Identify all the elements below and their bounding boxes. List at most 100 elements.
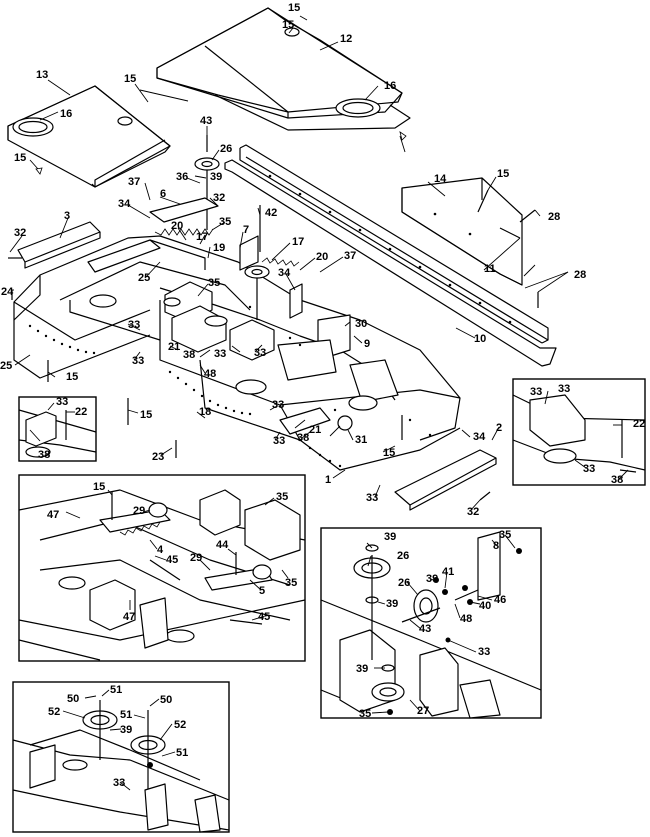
callout-11: 11 — [484, 263, 496, 275]
callout-18: 18 — [199, 406, 211, 418]
callout-16b: 16 — [60, 108, 72, 120]
callout-36a: 36 — [176, 171, 188, 183]
callout-15c: 15 — [124, 73, 136, 85]
callout-6: 6 — [160, 188, 166, 200]
callout-48b: 48 — [460, 613, 472, 625]
callout-37a: 37 — [128, 176, 140, 188]
callout-33a: 33 — [128, 319, 140, 331]
callout-42: 42 — [265, 207, 277, 219]
callout-29a: 29 — [133, 505, 145, 517]
callout-19: 19 — [213, 242, 225, 254]
callout-33h: 33 — [273, 435, 285, 447]
callout-8: 8 — [493, 540, 499, 552]
callout-50b: 50 — [160, 694, 172, 706]
callout-15e: 15 — [497, 168, 509, 180]
callout-15d: 15 — [14, 152, 26, 164]
callout-31: 31 — [355, 434, 367, 446]
callout-2: 2 — [496, 422, 502, 434]
callout-52b: 52 — [174, 719, 186, 731]
callout-12: 12 — [340, 33, 352, 45]
callout-39a: 39 — [210, 171, 222, 183]
callout-26b: 26 — [397, 550, 409, 562]
callout-34b: 34 — [278, 267, 291, 279]
callout-47a: 47 — [47, 509, 59, 521]
callout-35d: 35 — [285, 577, 297, 589]
callout-37b: 37 — [344, 250, 356, 262]
callout-32b: 32 — [14, 227, 26, 239]
callout-33b: 33 — [214, 348, 226, 360]
callout-25b: 25 — [0, 360, 12, 372]
inset-box-left — [18, 396, 97, 462]
left-cover-panel — [7, 85, 171, 188]
callout-33k: 33 — [583, 463, 595, 475]
callout-26c: 26 — [398, 577, 410, 589]
mower-deck — [8, 135, 539, 511]
inset-box-pulleys — [320, 527, 542, 719]
callout-33c: 33 — [254, 347, 266, 359]
callout-33d: 33 — [132, 355, 144, 367]
inset-box-idler — [18, 474, 306, 662]
callout-35a: 35 — [219, 216, 231, 228]
callout-33l: 33 — [478, 646, 490, 658]
callout-3: 3 — [64, 210, 70, 222]
callout-38a: 38 — [183, 349, 195, 361]
callout-20a: 20 — [171, 220, 183, 232]
callout-34a: 34 — [118, 198, 131, 210]
callout-9: 9 — [364, 338, 370, 350]
callout-33g: 33 — [56, 396, 68, 408]
callout-45b: 45 — [258, 611, 270, 623]
callout-30: 30 — [355, 318, 367, 330]
callout-14: 14 — [434, 173, 447, 185]
callout-20b: 20 — [316, 251, 328, 263]
callout-43: 43 — [200, 115, 212, 127]
callout-52a: 52 — [48, 706, 60, 718]
callout-21b: 21 — [309, 424, 321, 436]
callout-15b: 15 — [282, 19, 294, 31]
callout-10: 10 — [474, 333, 486, 345]
callout-1: 1 — [325, 474, 331, 486]
callout-7: 7 — [243, 224, 249, 236]
callout-25a: 25 — [138, 272, 150, 284]
callout-44: 44 — [216, 539, 229, 551]
callout-45a: 45 — [166, 554, 178, 566]
callout-39b: 39 — [384, 531, 396, 543]
callout-33i: 33 — [366, 492, 378, 504]
callout-4: 4 — [157, 544, 164, 556]
callout-32c: 32 — [467, 506, 479, 518]
callout-15i: 15 — [93, 481, 105, 493]
callout-51a: 51 — [110, 684, 122, 696]
callout-33m: 33 — [113, 777, 125, 789]
callout-35c: 35 — [276, 491, 288, 503]
callout-33e: 33 — [530, 386, 542, 398]
callout-51c: 51 — [176, 747, 188, 759]
callout-16a: 16 — [384, 80, 396, 92]
callout-27: 27 — [417, 705, 429, 717]
callout-48a: 48 — [204, 368, 216, 380]
callout-26a: 26 — [220, 143, 232, 155]
top-cover-panel — [156, 7, 411, 141]
callout-40: 40 — [479, 600, 491, 612]
callout-33j: 33 — [558, 383, 570, 395]
callout-22b: 22 — [633, 418, 645, 430]
callout-34c: 34 — [473, 431, 486, 443]
callout-17b: 17 — [292, 236, 304, 248]
inset-box-right — [512, 378, 646, 486]
callout-39f: 39 — [120, 724, 132, 736]
callout-46: 46 — [494, 594, 506, 606]
callout-15a: 15 — [288, 2, 300, 14]
callout-5: 5 — [259, 585, 265, 597]
callout-15h: 15 — [383, 447, 395, 459]
callout-35f: 35 — [359, 708, 371, 720]
callout-15f: 15 — [66, 371, 78, 383]
callout-32a: 32 — [213, 192, 225, 204]
callout-15g: 15 — [140, 409, 152, 421]
callout-13: 13 — [36, 69, 48, 81]
callout-50a: 50 — [67, 693, 79, 705]
callout-28b: 28 — [574, 269, 586, 281]
callout-24: 24 — [1, 286, 14, 298]
callout-33f: 33 — [272, 399, 284, 411]
leader-lines — [9, 15, 629, 791]
callout-43b: 43 — [419, 623, 431, 635]
